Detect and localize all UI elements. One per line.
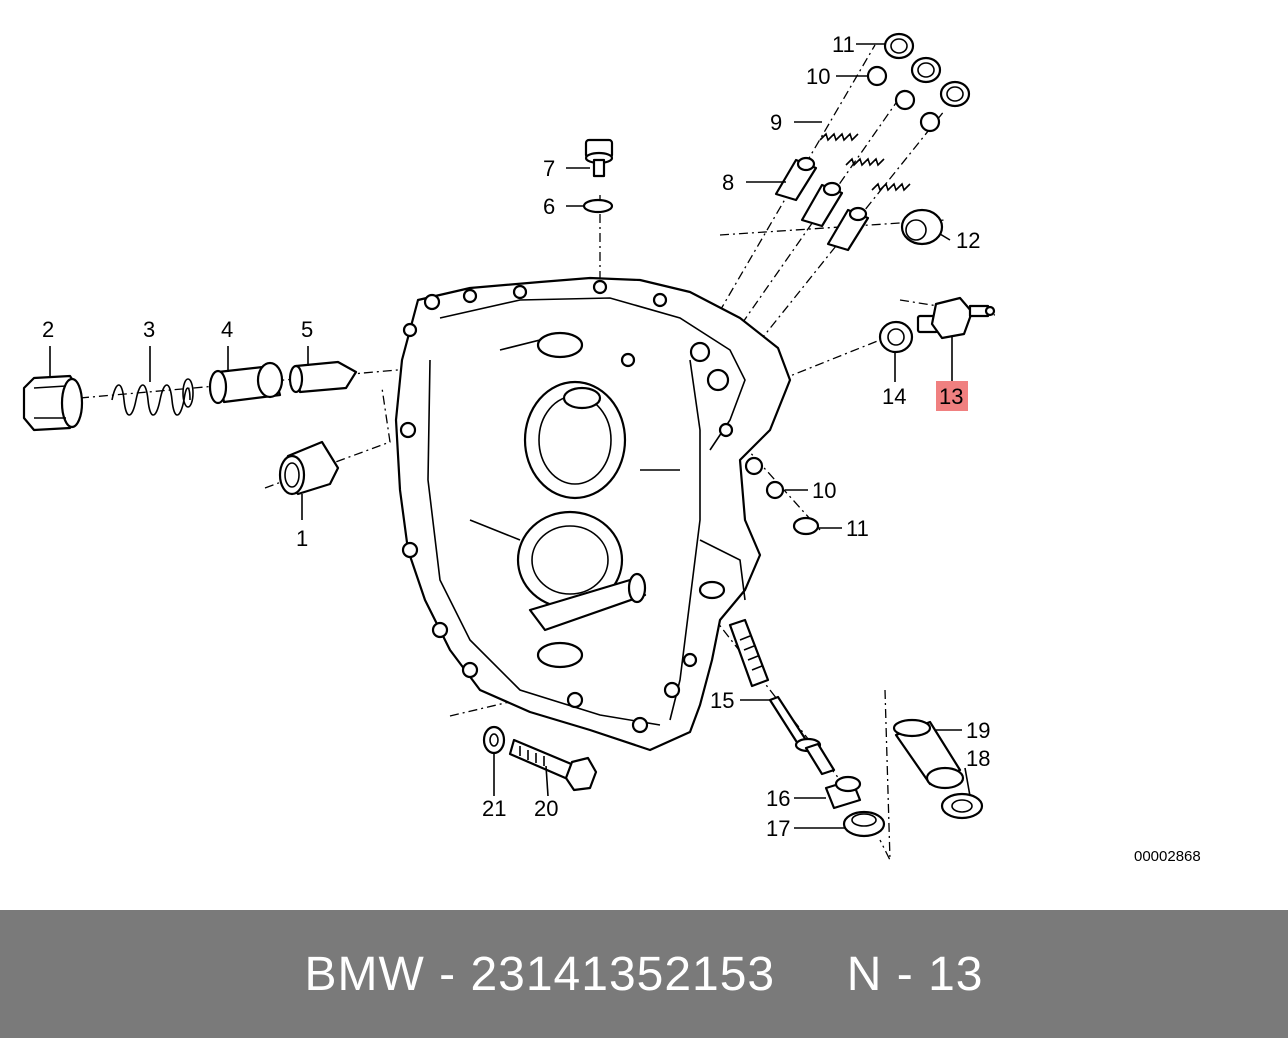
callout-13: 13	[939, 384, 963, 409]
part-3-spring	[111, 378, 194, 416]
part-4-sleeve	[208, 361, 284, 405]
callout-16: 16	[766, 786, 790, 811]
callout-1: 1	[296, 526, 308, 551]
part-12-seal	[900, 208, 944, 246]
part-1-bushing	[278, 440, 340, 496]
callout-12: 12	[956, 228, 980, 253]
part-8-pins	[774, 156, 870, 252]
part-6-washer	[582, 198, 614, 214]
part-17-seal	[842, 810, 886, 838]
callout-11-bottom: 11	[846, 516, 869, 541]
drawing-number: 00002868	[1134, 848, 1201, 865]
part-13-switch	[916, 296, 996, 340]
leader-lines	[49, 43, 971, 829]
part-18-ring	[940, 792, 984, 820]
part-9-springs	[819, 132, 911, 192]
part-number-caption: BMW - 23141352153 N - 13	[304, 947, 984, 1001]
callout-9: 9	[770, 110, 782, 135]
callout-4: 4	[221, 317, 233, 342]
exploded-view-drawing: 1 2 3 4 5 6 7 8 9 10 11 12 13 14 10 11 1…	[22, 32, 996, 861]
part-11-plugs	[792, 32, 971, 536]
callout-5: 5	[301, 317, 313, 342]
part-20-bolt	[508, 738, 598, 792]
part-19-sleeve	[892, 718, 965, 790]
callout-10-bottom: 10	[812, 478, 836, 503]
part-14-washer	[878, 320, 914, 354]
highlight-box	[936, 381, 968, 411]
callout-10-top: 10	[806, 64, 830, 89]
callout-7: 7	[543, 156, 555, 181]
part-7-screw	[584, 138, 614, 178]
parts-diagram: 1 2 3 4 5 6 7 8 9 10 11 12 13 14 10 11 1…	[22, 32, 1201, 865]
callout-19: 19	[966, 718, 990, 743]
part-10-balls	[744, 65, 941, 500]
part-15-drive-shaft	[728, 618, 836, 776]
callout-21: 21	[482, 796, 506, 821]
part-21-washer	[482, 725, 506, 755]
callout-8: 8	[722, 170, 734, 195]
callout-3: 3	[143, 317, 155, 342]
callout-6: 6	[543, 194, 555, 219]
part-16-bushing	[824, 775, 862, 810]
transmission-housing	[394, 276, 792, 752]
part-2-plug	[22, 374, 84, 432]
callout-17: 17	[766, 816, 790, 841]
callouts: 1 2 3 4 5 6 7 8 9 10 11 12 13 14 10 11 1…	[42, 32, 990, 841]
footer-bar: BMW - 23141352153 N - 13	[0, 910, 1288, 1038]
callout-11-top: 11	[832, 32, 855, 57]
callout-2: 2	[42, 317, 54, 342]
callout-18: 18	[966, 746, 990, 771]
part-5-pin	[288, 360, 358, 394]
callout-20: 20	[534, 796, 558, 821]
callout-14: 14	[882, 384, 906, 409]
callout-15: 15	[710, 688, 734, 713]
